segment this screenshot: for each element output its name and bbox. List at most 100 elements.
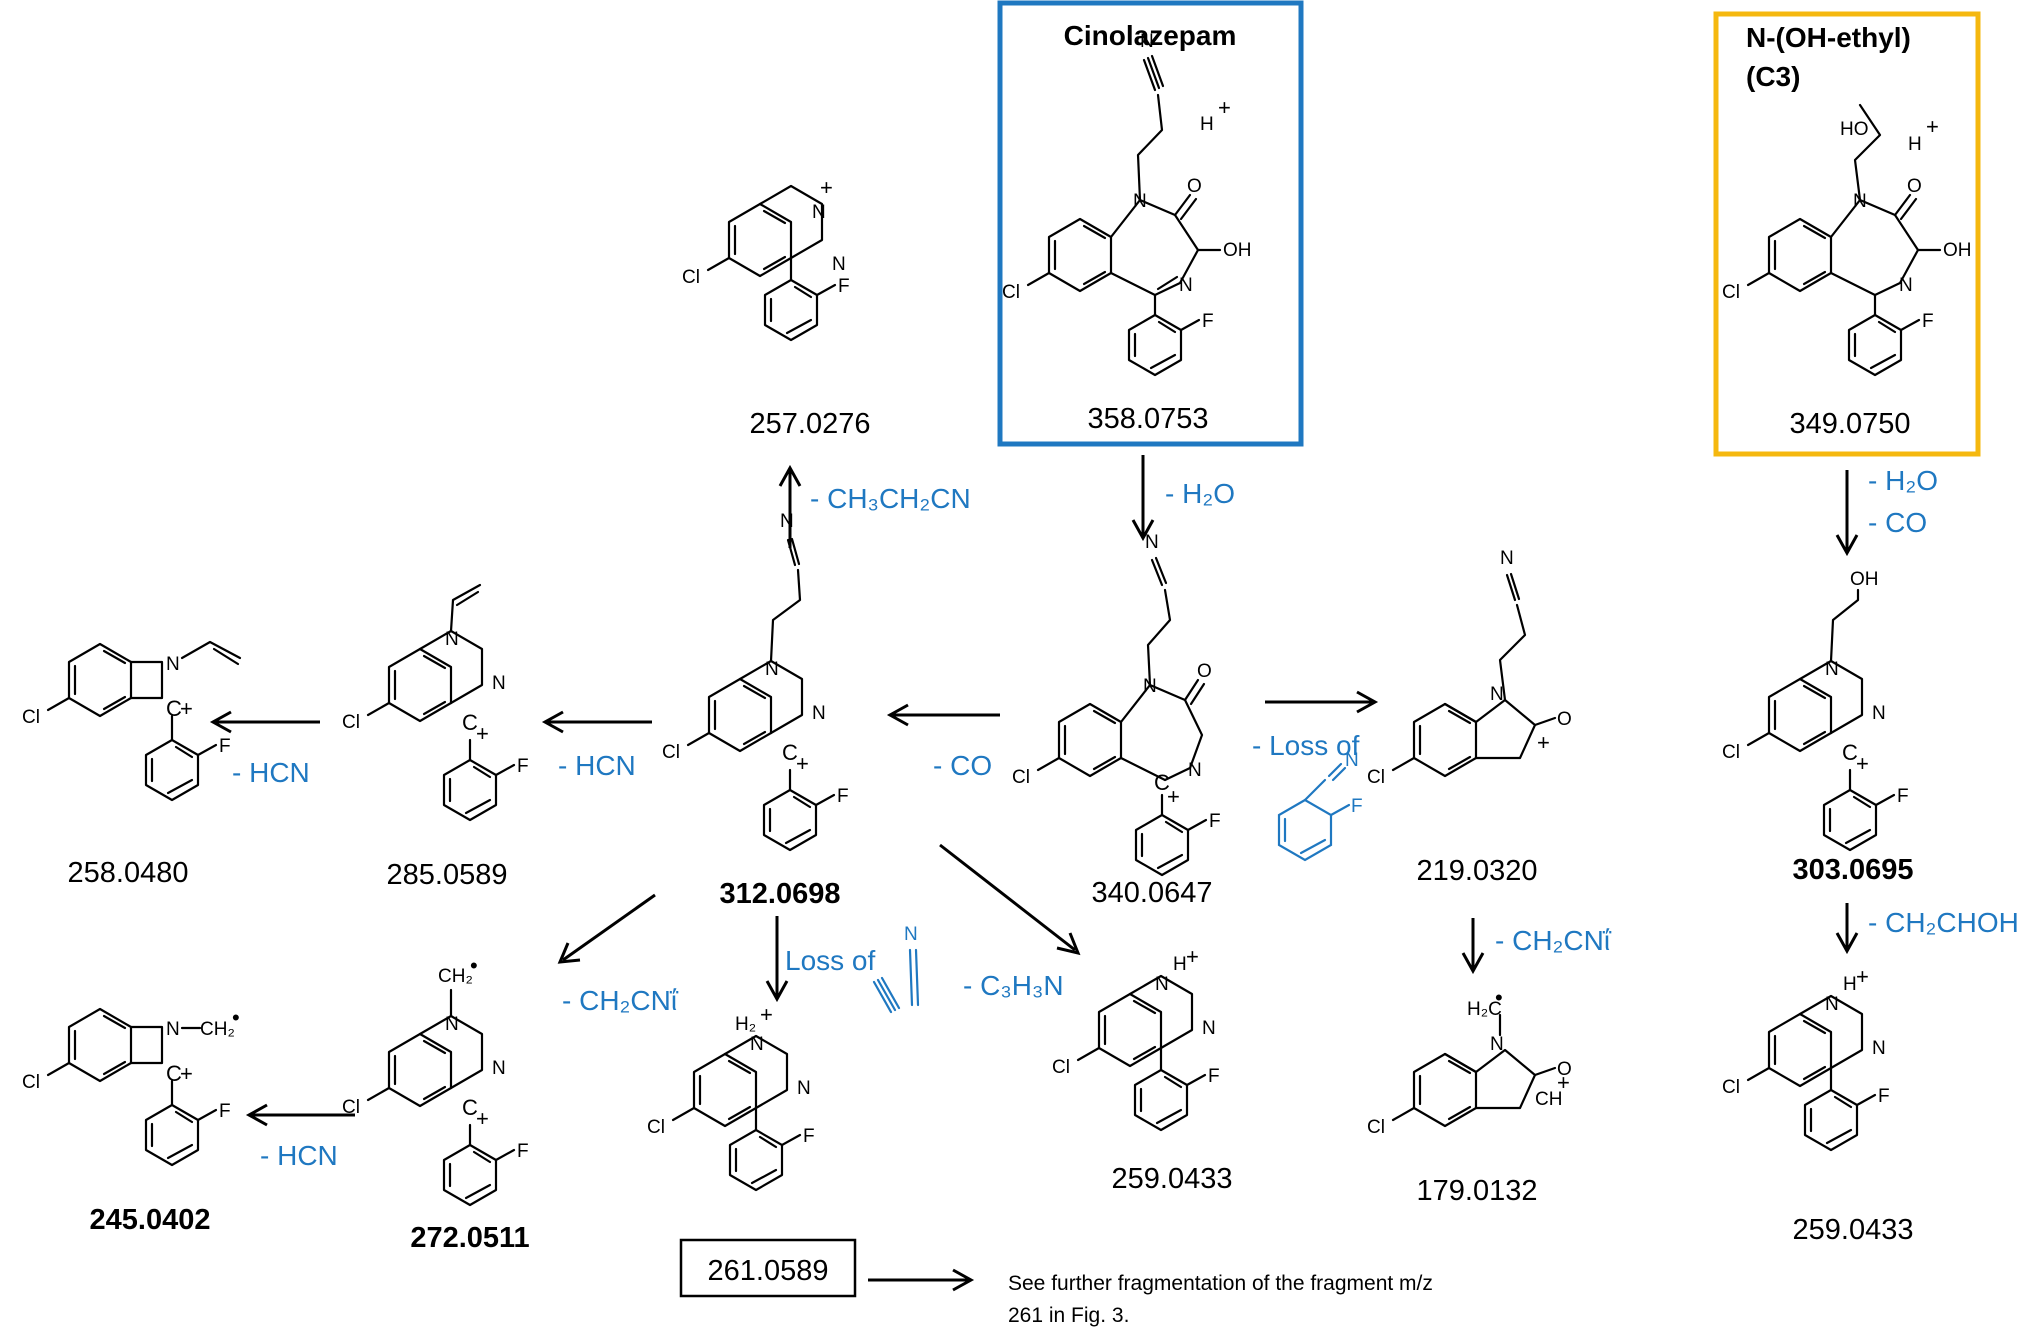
svg-text:N: N [166,1019,180,1040]
svg-text:N: N [492,673,506,694]
svg-text:O: O [1557,709,1572,730]
svg-text:+: + [180,696,193,721]
svg-text:Cl: Cl [342,1097,360,1118]
svg-text:H: H [1843,974,1857,995]
svg-text:+: + [820,175,833,200]
svg-text:C: C [1154,770,1170,795]
svg-text:N: N [166,654,180,675]
loss-of-acrylonitrile: Loss of [785,945,875,976]
f272-structure: Cl N N C + CH₂ • F [342,953,529,1207]
svg-text:N: N [780,511,794,532]
svg-text:N: N [1872,703,1886,724]
f259b-mass: 259.0433 [1793,1214,1914,1246]
svg-text:N: N [492,1058,506,1079]
svg-text:Cl: Cl [1052,1057,1070,1078]
svg-text:N: N [765,659,779,680]
loss-h2o-c3: - H₂O [1868,465,1938,496]
note-line1: See further fragmentation of the fragmen… [1008,1272,1433,1295]
c3-mass: 349.0750 [1790,408,1911,440]
svg-text:F: F [803,1126,815,1147]
svg-text:N: N [1202,1018,1216,1039]
svg-text:N: N [750,1034,764,1055]
loss-of-fluorobenzonitrile: - Loss of [1252,730,1360,761]
svg-text:+: + [1186,944,1199,969]
svg-text:F: F [1878,1086,1890,1107]
svg-text:N: N [1188,760,1202,781]
svg-text:N: N [1825,659,1839,680]
svg-text:H₂C: H₂C [1467,999,1502,1020]
svg-text:N: N [1179,275,1193,296]
svg-text:Cl: Cl [1722,282,1740,303]
c3-proton: H [1908,134,1922,155]
svg-text:Cl: Cl [22,1072,40,1093]
cinolazepam-title: Cinolazepam [1064,20,1237,51]
svg-text:+: + [1537,730,1550,755]
f219-mass: 219.0320 [1417,855,1538,887]
acrylonitrile-sketch: N [872,924,920,1014]
svg-text:H: H [1200,114,1214,135]
svg-text:N: N [1490,1034,1504,1055]
svg-text:N: N [797,1078,811,1099]
svg-text:O: O [1197,661,1212,682]
f303-mass: 303.0695 [1793,854,1914,886]
svg-text:C: C [462,710,478,735]
fluorobenzonitrile-sketch: N F [1277,750,1363,862]
svg-text:N: N [1143,676,1157,697]
f312-mass: 312.0698 [720,878,841,910]
svg-text:+: + [1926,114,1939,139]
svg-text:N: N [1155,974,1169,995]
note-line2: 261 in Fig. 3. [1008,1304,1129,1327]
svg-text:F: F [1202,311,1214,332]
svg-text:F: F [1208,1066,1220,1087]
svg-text:F: F [837,786,849,807]
svg-text:C: C [166,1061,182,1086]
loss-hcn-3: - HCN [260,1140,338,1171]
svg-text:+: + [476,721,489,746]
c3-title-line1: N-(OH-ethyl) [1746,22,1911,53]
svg-text:N: N [1899,275,1913,296]
f259b-structure: Cl N N H + F [1722,964,1890,1152]
svg-text:Cl: Cl [342,712,360,733]
arrow-312-259a [939,843,1076,952]
f219-structure: Cl O N + N [1367,548,1572,788]
svg-text:CH: CH [1535,1089,1562,1110]
svg-text:N: N [1133,191,1147,212]
svg-text:N: N [1145,532,1159,553]
f245-mass: 245.0402 [90,1204,211,1236]
loss-h2o: - H₂O [1165,478,1235,509]
svg-text:+: + [1557,1070,1570,1095]
svg-text:F: F [1897,786,1909,807]
svg-text:+: + [1218,95,1231,120]
svg-text:Cl: Cl [1002,282,1020,303]
svg-text:O: O [1557,1059,1572,1080]
f285-structure: Cl N N C + F [342,583,529,822]
svg-text:N: N [1853,191,1867,212]
svg-text:N: N [1490,684,1504,705]
svg-text:N: N [445,629,459,650]
svg-text:O: O [1187,176,1202,197]
f285-mass: 285.0589 [387,859,508,891]
c3-frame [1713,11,1981,457]
svg-text:Cl: Cl [1722,742,1740,763]
f259a-mass: 259.0433 [1112,1163,1233,1195]
c3-structure: Cl O OH N N HO F [1722,103,1972,377]
svg-text:+: + [1167,784,1180,809]
svg-text:N: N [1345,750,1359,771]
loss-c3h3n: - C₃H₃N [963,970,1064,1001]
loss-co: - CO [933,750,992,781]
svg-text:F: F [219,736,231,757]
svg-text:•: • [1495,985,1503,1010]
svg-text:OH: OH [1223,240,1252,261]
f261-structure: Cl N N H₂ + F [647,1002,815,1192]
svg-text:N: N [812,703,826,724]
svg-text:F: F [838,276,850,297]
svg-text:CH₂: CH₂ [200,1019,235,1040]
svg-text:F: F [517,756,529,777]
f312-structure: Cl N N C + N F [662,511,849,852]
f261-mass: 261.0589 [708,1255,829,1287]
loss-ch2choh: - CH₂CHOH [1868,907,2019,938]
svg-text:+: + [796,751,809,776]
svg-text:•: • [232,1005,240,1030]
